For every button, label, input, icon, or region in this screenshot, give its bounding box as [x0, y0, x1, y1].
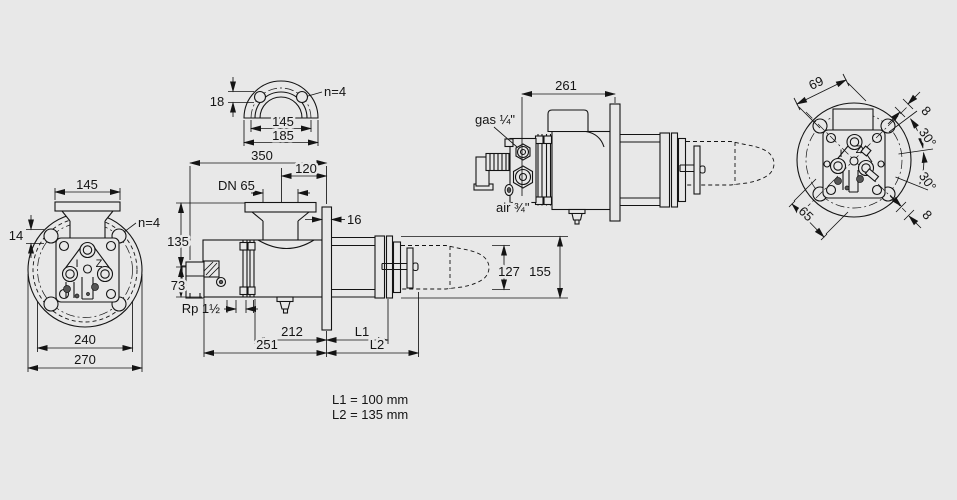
- offset-top-label: 8: [918, 103, 934, 119]
- burner-body: [551, 130, 611, 211]
- sight-plug: [276, 296, 294, 303]
- dim-155-label: 155: [529, 264, 551, 279]
- flange-outer-circle: [796, 102, 912, 218]
- ionisation-electrode-label: I: [75, 258, 78, 270]
- dim-261-label: 261: [555, 78, 577, 93]
- ignition-plug-elbow: [185, 261, 205, 299]
- connection-side-view: 261 gas ¼" air ¾": [473, 76, 775, 225]
- burner-body: [202, 239, 323, 298]
- dn-label: DN 65: [218, 178, 255, 193]
- ignition-electrode-label: Z: [96, 258, 103, 270]
- dim-145-label: 145: [76, 177, 98, 192]
- dimension-notes: L1 = 100 mm L2 = 135 mm: [332, 392, 408, 422]
- dim-127-label: 127: [498, 264, 520, 279]
- bolt-hole: [43, 228, 59, 244]
- hole-count-label: n=4: [324, 84, 346, 99]
- dim-65-label: 65: [796, 203, 817, 224]
- ignition-tag: [860, 145, 872, 157]
- rear-angle-view: I Z 69 65 30° 30° 8 8: [788, 71, 942, 241]
- air-connection-box: [547, 109, 589, 133]
- angle-arc-lower: [919, 151, 928, 185]
- note-L2: L2 = 135 mm: [332, 407, 408, 422]
- dim-135-label: 135: [167, 234, 189, 249]
- dim-350-label: 350: [251, 148, 273, 163]
- flange-detail-view: 18 n=4 145 185: [207, 77, 349, 146]
- hole-count-label: n=4: [138, 215, 160, 230]
- flange-half-outline: [243, 80, 319, 119]
- air-test-point-label: air ¾": [496, 200, 530, 215]
- electrode-tip: [406, 247, 414, 289]
- air-flange-plate: [54, 201, 121, 212]
- dim-73-label: 73: [171, 278, 185, 293]
- dim-145-label: 145: [272, 114, 294, 129]
- air-connection-box: [832, 108, 874, 131]
- dim-270-label: 270: [74, 352, 96, 367]
- offset-bottom-label: 8: [919, 207, 935, 223]
- bolt-hole: [43, 296, 59, 312]
- mounting-flange: [321, 206, 333, 331]
- dim-16-label: 16: [347, 212, 361, 227]
- front-flange-view: I Z 145 14 n=4 240 270: [6, 175, 163, 372]
- dim-69: [796, 79, 847, 105]
- sight-plug: [568, 208, 586, 215]
- air-inlet-flange: [244, 201, 317, 213]
- gas-test-point-label: gas ¼": [475, 112, 515, 127]
- dim-212-label: 212: [281, 324, 303, 339]
- dim-251-label: 251: [256, 337, 278, 352]
- dim-14-label: 14: [9, 228, 23, 243]
- dim-69-label: 69: [806, 73, 826, 93]
- angle-lower-label: 30°: [916, 169, 940, 194]
- dim-L2-label: L2: [370, 337, 384, 352]
- dim-18-label: 18: [210, 94, 224, 109]
- bolt-hole: [295, 90, 309, 104]
- angle-arc-upper: [910, 118, 925, 149]
- gas-thread-label: Rp 1½: [182, 301, 220, 316]
- ignition-electrode-label: Z: [856, 144, 863, 156]
- dim-L1-label: L1: [355, 324, 369, 339]
- dim-120-label: 120: [295, 161, 317, 176]
- dim-65: [791, 203, 825, 238]
- ionisation-electrode-label: I: [839, 148, 842, 160]
- bolt-head: [239, 241, 248, 251]
- dim-240-label: 240: [74, 332, 96, 347]
- angle-upper-label: 30°: [916, 125, 940, 150]
- note-L1: L1 = 100 mm: [332, 392, 408, 407]
- electrode-tip: [693, 145, 701, 195]
- mounting-flange: [609, 103, 621, 222]
- main-side-view: 350 120 DN 65 16 135 73 Rp 1½ 212 L1 251…: [165, 146, 568, 357]
- bolt-hole: [253, 90, 267, 104]
- ignition-boss: [79, 241, 96, 259]
- dim-185-label: 185: [272, 128, 294, 143]
- ionisation-boss: [61, 265, 79, 283]
